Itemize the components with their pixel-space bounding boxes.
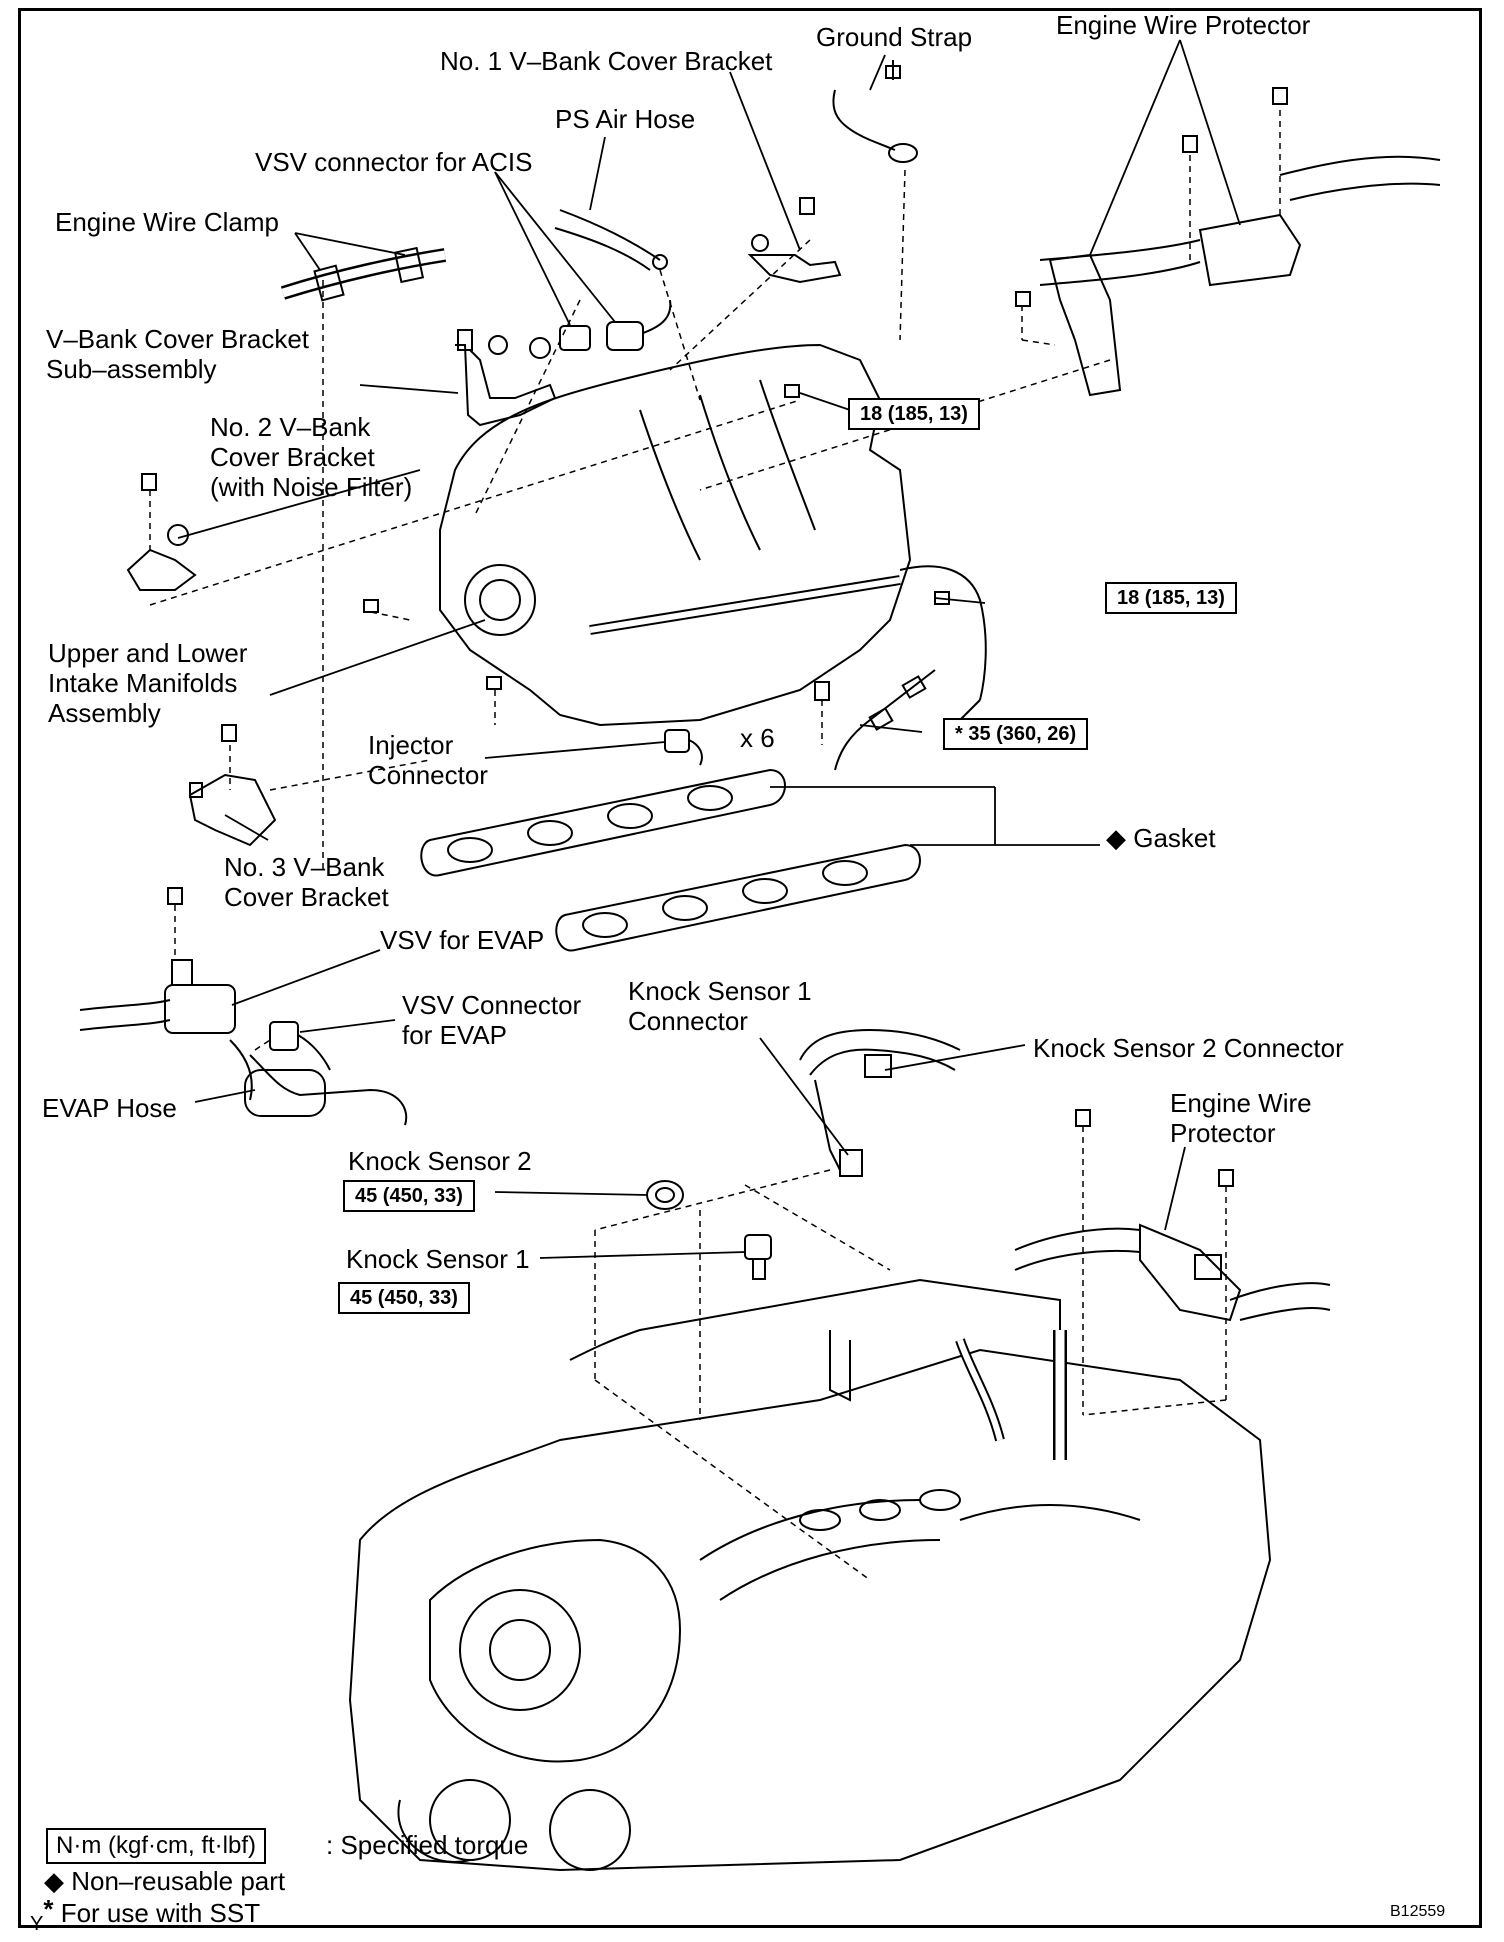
engine-wire-protector-right-part: [1014, 1109, 1331, 1322]
no3-bracket-part: [188, 724, 277, 847]
knock-sensor-harness-part: [799, 1028, 961, 1177]
legend-nonreusable-text: Non–reusable part: [71, 1866, 286, 1896]
label-knock-sensor2: Knock Sensor 2: [348, 1146, 532, 1176]
torque-box-2: 18 (185, 13): [1105, 582, 1237, 614]
vsv-connector-acis-part: [559, 299, 672, 351]
diagram-frame: [18, 8, 1482, 1928]
ps-air-hose-part: [554, 209, 668, 271]
legend-nonreusable: ◆ Non–reusable part: [44, 1866, 285, 1896]
label-injector-connector: Injector Connector: [368, 730, 488, 790]
intake-manifold-part: [439, 343, 987, 727]
label-ground-strap: Ground Strap: [816, 22, 973, 52]
label-knock-sensor1: Knock Sensor 1: [346, 1244, 530, 1274]
label-x6: x 6: [740, 723, 775, 753]
knock-sensor-2-part: [646, 1180, 684, 1210]
label-no1-vbank-cover-bracket: No. 1 V–Bank Cover Bracket: [440, 46, 773, 76]
label-evap-hose: EVAP Hose: [42, 1093, 177, 1123]
leader-lines: [177, 39, 1241, 1259]
vsv-evap-part: [79, 887, 331, 1071]
legend-y-mark: Y: [30, 1913, 44, 1935]
label-engine-wire-clamp: Engine Wire Clamp: [55, 207, 279, 237]
manifold-bolts: [363, 384, 950, 701]
label-vbank-cover-bracket-sub: V–Bank Cover Bracket Sub–assembly: [46, 324, 310, 384]
diamond-icon: ◆: [44, 1866, 64, 1896]
no1-bracket-part: [747, 197, 842, 284]
dashed-guides: [149, 110, 1281, 1581]
engine-block-part: [348, 1278, 1272, 1872]
legend-sst: Y* For use with SST: [30, 1894, 261, 1935]
figure-code: B12559: [1390, 1903, 1446, 1920]
gasket-text: Gasket: [1133, 823, 1216, 853]
injector-connector-part: [664, 729, 703, 766]
label-knock-sensor1-connector: Knock Sensor 1 Connector: [628, 976, 812, 1036]
torque-box-4: 45 (450, 33): [343, 1180, 475, 1212]
label-intake-manifolds: Upper and Lower Intake Manifolds Assembl…: [48, 638, 248, 728]
vbank-sub-assembly-part: [455, 329, 557, 427]
ground-strap-part: [832, 60, 918, 163]
legend-sst-mark: *: [43, 1894, 54, 1924]
legend-sst-text: For use with SST: [60, 1898, 261, 1928]
gasket-lower-part: [555, 843, 921, 952]
legend-unit-box: N·m (kgf·cm, ft·lbf): [46, 1828, 266, 1864]
diamond-icon: ◆: [1106, 823, 1126, 853]
label-vsv-connector-acis: VSV connector for ACIS: [255, 147, 533, 177]
legend-unit-desc: : Specified torque: [326, 1830, 529, 1860]
label-knock-sensor2-connector: Knock Sensor 2 Connector: [1033, 1033, 1344, 1063]
no2-bracket-part: [126, 473, 197, 591]
gasket-upper-part: [420, 768, 786, 877]
torque-box-5: 45 (450, 33): [338, 1282, 470, 1314]
label-no2-vbank-cover-bracket: No. 2 V–Bank Cover Bracket (with Noise F…: [210, 412, 413, 502]
engine-wire-protector-top-part: [1015, 87, 1441, 397]
torque-box-3: * 35 (360, 26): [943, 718, 1089, 750]
label-ps-air-hose: PS Air Hose: [555, 104, 696, 134]
label-engine-wire-protector-right: Engine Wire Protector: [1170, 1088, 1312, 1148]
label-no3-vbank-cover-bracket: No. 3 V–Bank Cover Bracket: [224, 852, 389, 912]
label-gasket: ◆ Gasket: [1106, 823, 1216, 853]
fuel-hose-part: [834, 669, 936, 771]
engine-wire-clamp-part: [280, 246, 447, 302]
torque-box-1: 18 (185, 13): [848, 398, 980, 430]
label-vsv-connector-evap: VSV Connector for EVAP: [402, 990, 582, 1050]
evap-hose-part: [229, 1039, 408, 1126]
label-engine-wire-protector-top: Engine Wire Protector: [1056, 10, 1311, 40]
label-vsv-for-evap: VSV for EVAP: [380, 925, 545, 955]
knock-sensor-1-part: [744, 1234, 772, 1280]
